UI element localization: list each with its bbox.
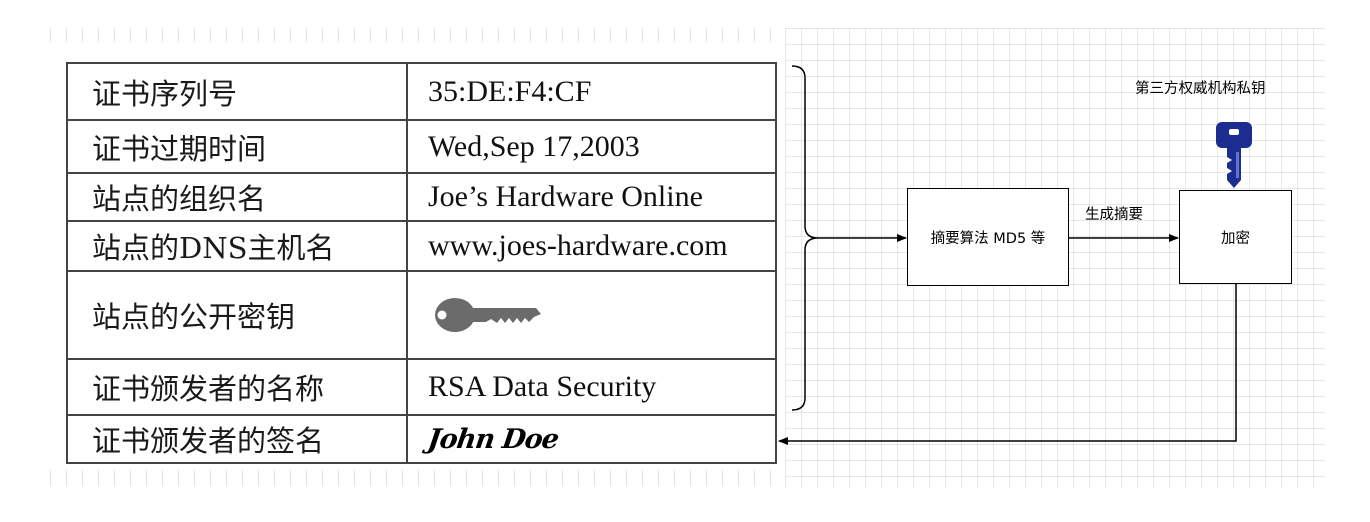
cert-row-signature: 证书颁发者的签名 John Doe [68,416,775,462]
top-ruler [50,28,785,42]
cert-row-value: Wed,Sep 17,2003 [428,129,640,163]
digest-algorithm-box: 摘要算法 MD5 等 [907,188,1069,286]
key-icon [435,298,541,332]
encrypt-to-signature-arrow [778,284,1237,445]
certificate-table: 证书序列号 35:DE:F4:CF 证书过期时间 Wed,Sep 17,2003… [66,62,777,464]
cert-row-label: 证书序列号 [68,64,408,119]
bottom-ruler [50,470,785,486]
generate-digest-label: 生成摘要 [1085,207,1143,223]
cert-row-dns: 站点的DNS主机名 www.joes-hardware.com [68,222,775,272]
cert-row-value: RSA Data Security [428,370,657,403]
encrypt-label: 加密 [1221,230,1250,247]
cert-row-value [408,272,775,358]
cert-row-issuer: 证书颁发者的名称 RSA Data Security [68,360,775,416]
cert-row-label: 证书过期时间 [68,121,408,172]
cert-row-serial: 证书序列号 35:DE:F4:CF [68,64,775,121]
cert-row-label: 证书颁发者的签名 [68,416,408,462]
cert-row-expiry: 证书过期时间 Wed,Sep 17,2003 [68,121,775,174]
cert-row-label: 证书颁发者的名称 [68,360,408,414]
cert-row-value: Joe’s Hardware Online [428,180,703,213]
encrypt-box: 加密 [1179,190,1292,284]
key-icon [1216,122,1252,188]
private-key-label: 第三方权威机构私钥 [1135,81,1266,97]
cert-row-org: 站点的组织名 Joe’s Hardware Online [68,174,775,222]
cert-row-label: 站点的公开密钥 [68,272,408,358]
digest-algorithm-label: 摘要算法 MD5 等 [930,230,1046,247]
cert-row-label: 站点的组织名 [68,174,408,220]
cert-row-label: 站点的DNS主机名 [68,222,408,270]
cert-row-public-key: 站点的公开密钥 [68,272,775,360]
cert-row-value: www.joes-hardware.com [428,229,728,262]
cert-row-value: 35:DE:F4:CF [428,74,592,108]
grouping-brace [791,65,819,411]
